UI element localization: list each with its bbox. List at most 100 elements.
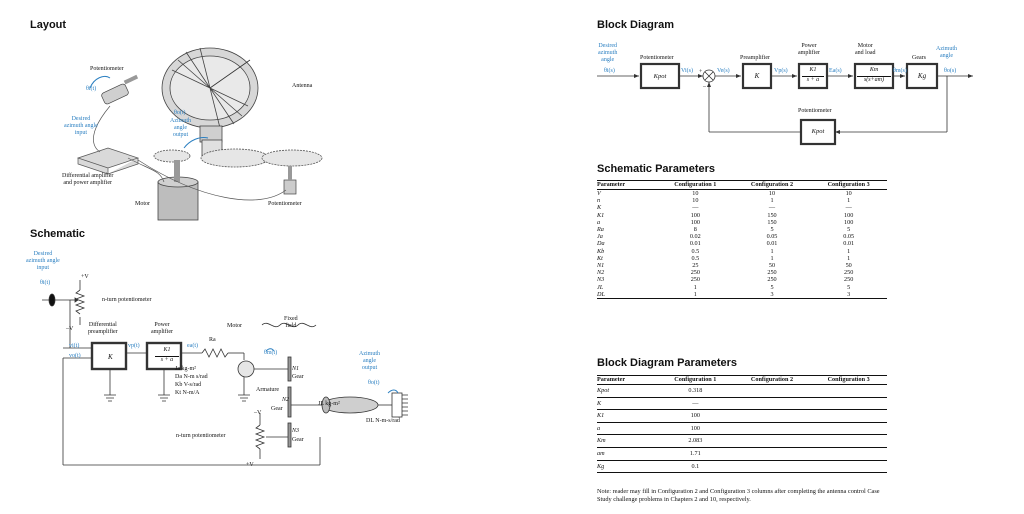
- schematic-vp-label: vp(t): [128, 343, 140, 349]
- column-header: Configuration 1: [657, 180, 734, 190]
- parameter-cell: a: [597, 422, 657, 436]
- schematic-da-label: Da N-m s/rad: [175, 374, 208, 380]
- value-cell: 5: [770, 283, 774, 291]
- value-cell: 1: [693, 283, 697, 291]
- schematic-minus-v: –V: [66, 326, 74, 332]
- bd-theta-i-label: θi(s): [604, 68, 615, 74]
- value-cell: 10: [768, 190, 776, 197]
- value-cell: 1: [770, 197, 774, 205]
- schematic-fixed-field-label: Fixed field: [284, 316, 298, 329]
- value-cell: [810, 409, 887, 423]
- parameter-cell: Ja: [597, 233, 603, 241]
- value-cell: 5: [847, 226, 851, 234]
- schematic-minus-v2: –V: [254, 410, 262, 416]
- parameter-cell: am: [597, 447, 657, 461]
- parameter-cell: a: [597, 218, 601, 226]
- small-gear: [261, 149, 323, 167]
- column-header: Parameter: [597, 180, 657, 190]
- potentiometer-top: [101, 74, 139, 105]
- table-row: N2 250 250 250: [597, 269, 887, 276]
- bd-ve-label: Ve(s): [717, 68, 730, 74]
- parameter-cell: n: [597, 197, 601, 205]
- value-cell: 10: [845, 190, 852, 197]
- parameter-cell: K1: [597, 409, 657, 423]
- bd-gears-label: Gears: [912, 55, 926, 61]
- value-cell: 8: [693, 226, 697, 234]
- column-header: Configuration 2: [733, 180, 811, 190]
- parameter-cell: Kt: [597, 254, 603, 262]
- bd-s-am: s(s+am): [857, 76, 891, 84]
- value-cell: 10: [692, 190, 699, 197]
- value-cell: 5: [770, 226, 774, 234]
- bd-s-plus-a: s + a: [802, 76, 824, 84]
- potentiometer-bottom-body: [283, 179, 297, 195]
- column-header: Parameter: [597, 375, 657, 385]
- schematic-ea-label: ea(t): [187, 343, 198, 349]
- value-cell: 0.02: [689, 233, 701, 241]
- schematic-circuit: [42, 280, 408, 466]
- schematic-n2-label: N2: [282, 397, 290, 403]
- value-cell: [810, 384, 887, 398]
- layout-potentiometer-bottom-label: Potentiometer: [268, 201, 302, 207]
- value-cell: 0.1: [657, 460, 734, 474]
- parameter-cell: N3: [597, 276, 605, 284]
- block-diagram-parameters-title: Block Diagram Parameters: [597, 357, 738, 369]
- value-cell: —: [692, 204, 699, 212]
- value-cell: 250: [690, 269, 700, 277]
- parameter-cell: Kpot: [597, 384, 657, 398]
- parameter-cell: K: [597, 204, 602, 212]
- parameter-cell: N1: [597, 262, 605, 270]
- value-cell: [733, 447, 811, 461]
- schematic-gear3-label: Gear: [292, 437, 304, 443]
- layout-diff-amp-label: Differential amplifier and power amplifi…: [62, 173, 114, 186]
- parameter-cell: N2: [597, 269, 605, 277]
- layout-desired-input-label: Desired azimuth angle input: [64, 116, 98, 136]
- schematic-kb-label: Kb V-s/rad: [175, 382, 202, 388]
- block-diagram-parameters-table: Parameter Configuration 1 Configuration …: [597, 375, 887, 474]
- value-cell: 250: [767, 269, 777, 277]
- value-cell: 5: [847, 283, 851, 291]
- schematic-preamp-k: K: [108, 353, 113, 361]
- antenna-dish: [161, 47, 259, 159]
- value-cell: 250: [844, 269, 854, 277]
- schematic-n-turn-top-label: n-turn potentiometer: [102, 297, 152, 303]
- schematic-theta-i-label: θi(t): [40, 280, 51, 286]
- schematic-parameters-table: Parameter Configuration 1 Configuration …: [597, 180, 887, 300]
- value-cell: 100: [844, 218, 854, 226]
- bd-minus-sign: –: [703, 84, 706, 90]
- bd-kg: Kg: [917, 72, 927, 80]
- layout-motor-label: Motor: [135, 201, 150, 207]
- schematic-plus-v-top: +V: [81, 274, 89, 280]
- layout-title: Layout: [30, 19, 67, 31]
- schematic-theta-m-label: θm(t): [264, 350, 278, 356]
- value-cell: [810, 422, 887, 436]
- value-cell: [733, 384, 811, 398]
- value-cell: 1: [770, 247, 774, 255]
- bd-k1: K1: [809, 67, 817, 73]
- value-cell: 250: [690, 276, 700, 284]
- value-cell: —: [845, 204, 852, 212]
- schematic-k1-num: K1: [163, 347, 171, 353]
- layout-azimuth-output-label: Azimuth angle output: [170, 118, 191, 138]
- schematic-plus-v-bottom: +V: [246, 462, 254, 468]
- bd-kpot-fb: Kpot: [811, 128, 825, 135]
- schematic-k1-den: s + a: [155, 356, 179, 364]
- parameter-cell: K1: [597, 211, 605, 219]
- schematic-desired-input-label: Desired azimuth angle input: [26, 251, 60, 271]
- value-cell: [733, 422, 811, 436]
- value-cell: 100: [844, 211, 854, 219]
- value-cell: 0.01: [766, 240, 778, 248]
- column-header: Configuration 1: [657, 375, 734, 385]
- bd-k: K: [754, 72, 760, 80]
- schematic-n-turn-bottom-label: n-turn potentiometer: [176, 433, 226, 439]
- bd-kpot: Kpot: [653, 73, 667, 80]
- parameter-cell: V: [597, 190, 601, 197]
- bd-thetam-label: θm(s): [893, 68, 907, 74]
